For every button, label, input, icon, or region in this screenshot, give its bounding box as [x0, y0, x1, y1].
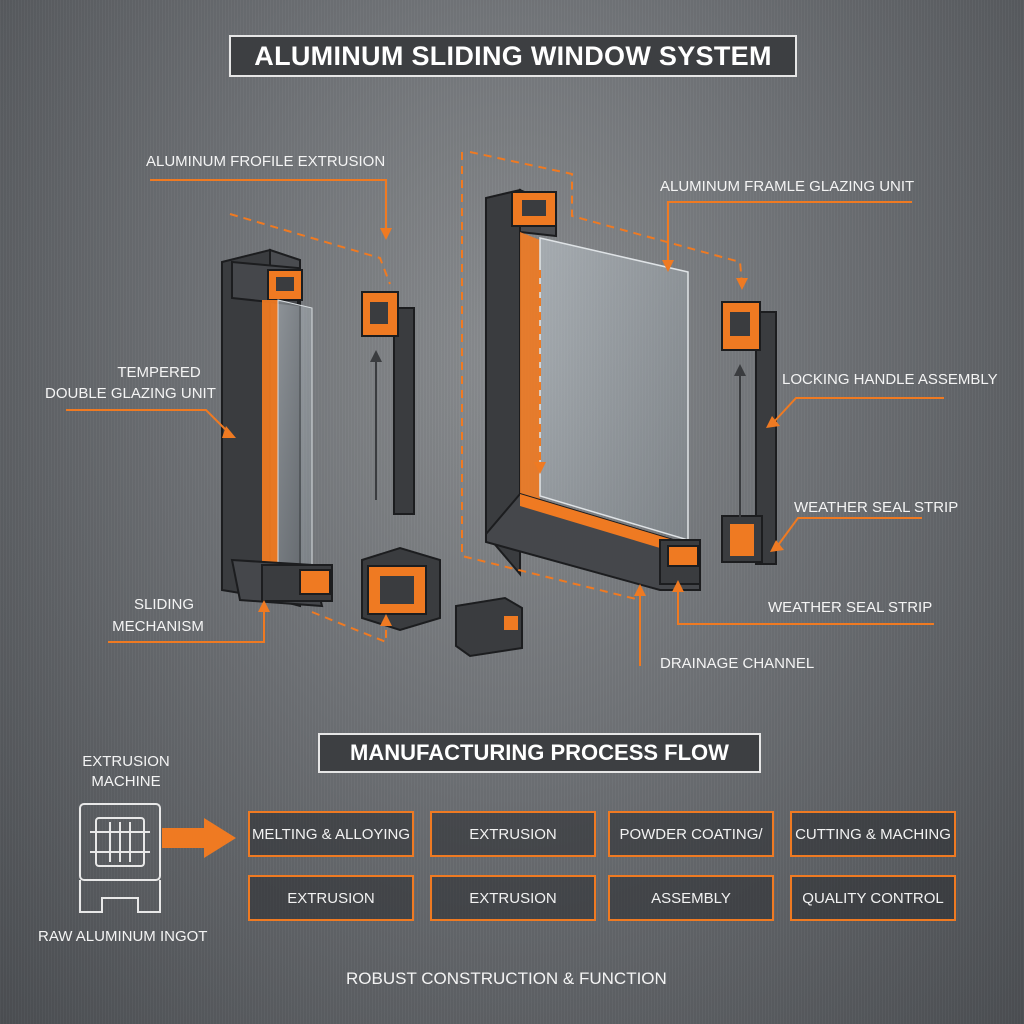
page-title: ALUMINUM SLIDING WINDOW SYSTEM	[229, 35, 797, 77]
label-extrusion-machine-1: EXTRUSION	[82, 753, 170, 770]
main-frame	[485, 188, 701, 591]
footer-caption: ROBUST CONSTRUCTION & FUNCTION	[346, 969, 667, 988]
process-step-extrusion: EXTRUSION	[430, 811, 596, 857]
leader-arrowheads	[222, 228, 784, 626]
label-frame-glazing: ALUMINUM FRAMLE GLAZING UNIT	[660, 178, 915, 195]
label-extrusion-machine-2: MACHINE	[91, 773, 161, 790]
process-step-extrusion-3: EXTRUSION	[430, 875, 596, 921]
track-block	[455, 596, 523, 658]
arrow-right-icon	[162, 818, 236, 858]
label-mechanism: MECHANISM	[112, 618, 204, 635]
side-profile-left	[361, 291, 415, 515]
label-drainage-channel: DRAINAGE CHANNEL	[660, 655, 815, 672]
extrusion-machine-icon	[79, 803, 161, 913]
label-weather-seal-2: WEATHER SEAL STRIP	[768, 599, 933, 616]
process-title: MANUFACTURING PROCESS FLOW	[318, 733, 761, 773]
process-step-extrusion-2: EXTRUSION	[248, 875, 414, 921]
process-step-melting: MELTING & ALLOYING	[248, 811, 414, 857]
side-profile-right	[721, 301, 777, 565]
label-raw-ingot: RAW ALUMINUM INGOT	[38, 928, 208, 945]
label-weather-seal-1: WEATHER SEAL STRIP	[794, 499, 959, 516]
process-step-quality-control: QUALITY CONTROL	[790, 875, 956, 921]
label-double-glazing: DOUBLE GLAZING UNIT	[45, 385, 216, 402]
leader-lines	[66, 179, 944, 666]
process-step-assembly: ASSEMBLY	[608, 875, 774, 921]
label-tempered: TEMPERED	[117, 364, 201, 381]
left-sash	[221, 248, 333, 608]
explosion-lines	[229, 151, 743, 644]
label-locking-handle: LOCKING HANDLE ASSEMBLY	[782, 371, 998, 388]
label-sliding: SLIDING	[133, 596, 194, 613]
sliding-bracket	[361, 546, 441, 632]
process-step-cutting: CUTTING & MACHING	[790, 811, 956, 857]
process-step-powder-coating: POWDER COATING/	[608, 811, 774, 857]
label-profile-extrusion: ALUMINUM FROFILE EXTRUSION	[146, 153, 386, 170]
